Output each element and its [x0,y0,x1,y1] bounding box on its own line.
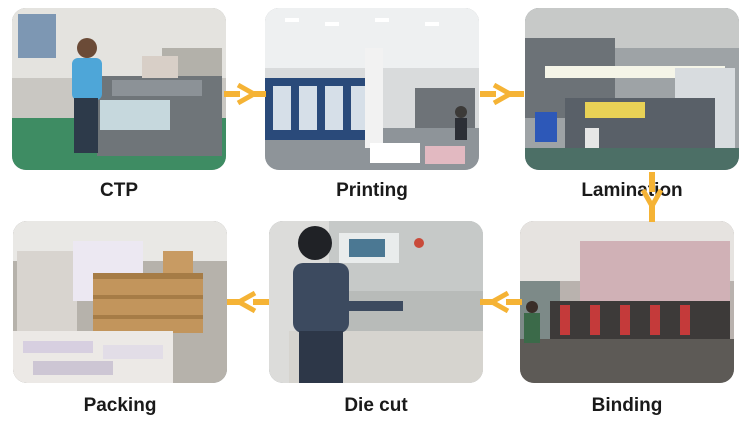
arrow-down-icon [640,172,664,222]
arrow-right-icon [224,82,266,106]
ctp-photo [12,8,226,170]
step-label: Die cut [344,395,408,416]
step-label: Lamination [581,180,683,201]
step-label: Packing [83,395,157,416]
step-binding: Binding [520,221,734,416]
binding-photo [520,221,734,383]
step-label: Binding [591,395,663,416]
packing-photo [13,221,227,383]
step-printing: Printing [265,8,479,201]
step-ctp: CTP [12,8,226,201]
step-label: Printing [336,180,408,201]
step-packing: Packing [13,221,227,416]
arrow-left-icon [480,290,522,314]
arrow-left-icon [227,290,269,314]
step-lamination: Lamination [525,8,739,201]
die-cut-photo [269,221,483,383]
arrow-right-icon [480,82,524,106]
printing-photo [265,8,479,170]
step-label: CTP [100,180,138,201]
lamination-photo [525,8,739,170]
step-die-cut: Die cut [269,221,483,416]
